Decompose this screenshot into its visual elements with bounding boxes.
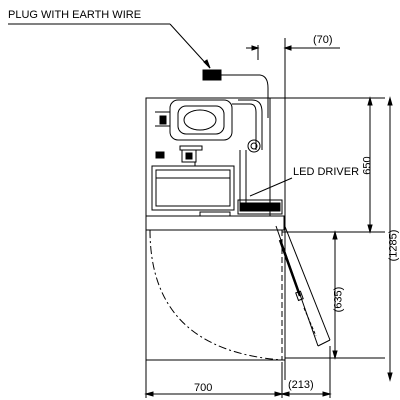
plug-leader: [8, 23, 211, 69]
bottom-dims: [144, 346, 332, 398]
door-swing: [149, 229, 283, 361]
extension-lines: [270, 60, 385, 380]
left-components: [155, 111, 203, 163]
dim-1285-label: (1285): [387, 229, 400, 262]
cabinet-body: [145, 97, 285, 361]
dim-700-label: 700: [194, 382, 213, 394]
compressor-box: [151, 150, 247, 217]
dim-70-lines: [246, 38, 340, 60]
dim-635-label: (635): [332, 286, 345, 313]
plug-label: PLUG WITH EARTH WIRE: [8, 9, 142, 21]
plug-icon: [202, 69, 269, 118]
dim-635-lines: [332, 230, 338, 360]
dim-213-label: (213): [288, 379, 314, 391]
dim-650-lines: [367, 96, 373, 234]
dim-70-label: (70): [313, 34, 333, 46]
led-driver-shape: [237, 177, 293, 215]
led-driver-label: LED DRIVER: [293, 166, 360, 178]
open-door: [275, 223, 331, 347]
dim-650-label: 650: [361, 156, 374, 175]
fan-unit: [169, 99, 263, 153]
dim-1285-lines: [387, 96, 393, 382]
